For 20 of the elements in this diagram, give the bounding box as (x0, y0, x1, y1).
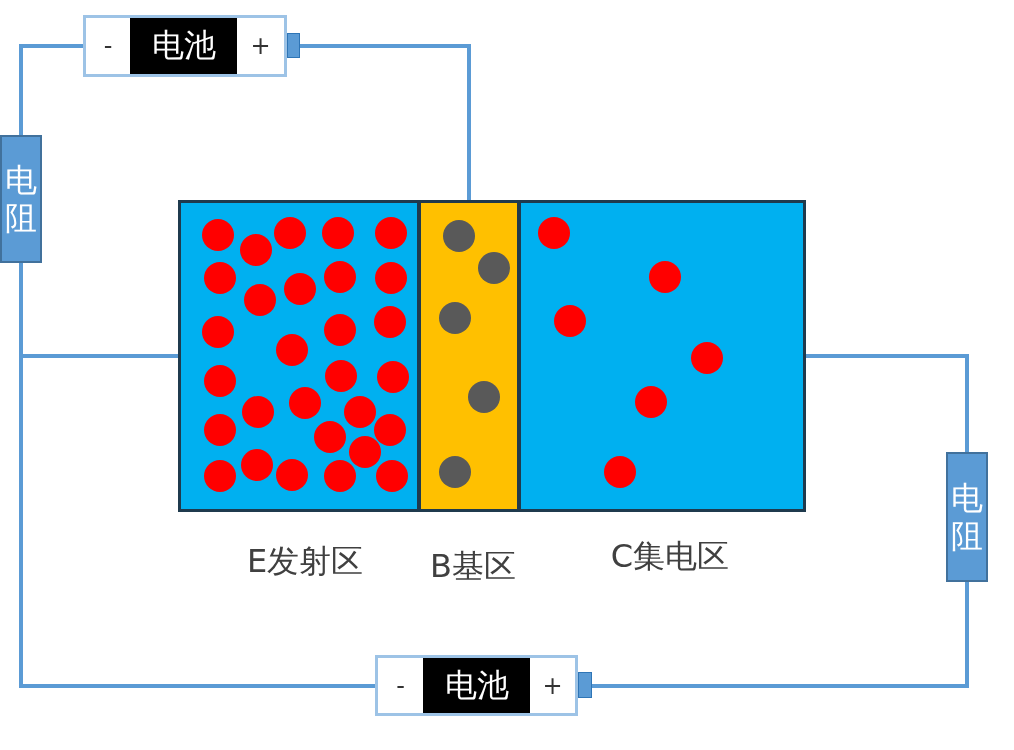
wire (592, 582, 969, 688)
resistor-label: 电阻 (950, 477, 984, 557)
battery-label: 电池 (130, 18, 237, 74)
minus-sign: - (395, 670, 406, 702)
semiconductor-region (518, 200, 806, 512)
plus-sign: + (249, 31, 272, 62)
wire (300, 44, 471, 200)
semiconductor-region (178, 200, 420, 512)
resistor-box (946, 452, 988, 582)
semiconductor-region (418, 200, 520, 512)
region-label: C集电区 (609, 536, 731, 577)
plus-sign: + (541, 670, 564, 702)
region-label: B基区 (429, 546, 517, 587)
battery-label: 电池 (423, 658, 530, 713)
resistor-box (0, 135, 42, 263)
region-label: E发射区 (245, 541, 365, 582)
minus-sign: - (102, 31, 114, 62)
resistor-label: 电阻 (4, 159, 38, 239)
wire (806, 354, 969, 452)
wire (19, 44, 83, 135)
